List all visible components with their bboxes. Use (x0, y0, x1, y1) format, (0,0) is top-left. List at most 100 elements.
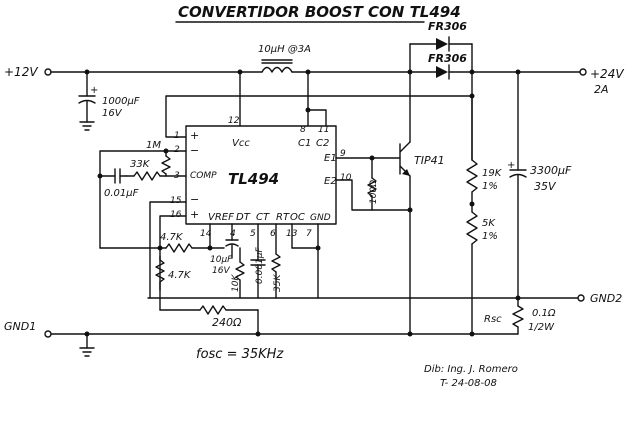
ground-symbol (79, 121, 95, 131)
iout-label: 2A (594, 83, 609, 96)
junction-dot (255, 331, 261, 337)
resistor-rsc (512, 297, 524, 335)
schematic-title: CONVERTIDOR BOOST CON TL494 (178, 3, 461, 21)
pin-number-15: 15 (170, 196, 182, 206)
diode-d1 (409, 36, 473, 73)
junction-dot (305, 107, 311, 113)
pin-label-plus1: + (190, 129, 199, 142)
gnd1-terminal (44, 330, 52, 338)
pin-label-ct: CT (256, 212, 270, 223)
pin15-wire (149, 201, 187, 299)
author-credit: Dib: Ing. J. Romero (424, 364, 518, 375)
transistor-q1 (399, 71, 411, 335)
r-10k-label: 10K (231, 274, 241, 292)
svg-text:+: + (507, 160, 515, 171)
q1-label: TIP41 (414, 154, 445, 167)
d1-label: FR306 (428, 20, 467, 33)
junction-dot (469, 93, 475, 99)
pin-number-11: 11 (318, 125, 329, 135)
r-19k-label: 19K (482, 168, 503, 179)
input-capacitor: + (78, 71, 98, 123)
c-out-value: 3300µF (530, 164, 572, 177)
junction-dot (407, 207, 413, 213)
diode-d2 (409, 64, 450, 80)
pin-number-9: 9 (340, 149, 346, 159)
rsc-value: 0.1Ω (532, 308, 556, 319)
rsc-power: 1/2W (528, 322, 555, 333)
feedback-wire-to-pin1 (165, 95, 473, 161)
pin-number-16: 16 (170, 210, 182, 220)
gnd2-terminal (577, 294, 585, 302)
gnd1-label: GND1 (4, 320, 36, 333)
c-comp-label: 0.01µF (104, 188, 139, 199)
r-5k-tol: 1% (482, 231, 498, 242)
e2-pin-wire (335, 179, 411, 211)
d2-label: FR306 (428, 52, 467, 65)
capacitor-10uf (225, 239, 239, 259)
pin-label-vcc: Vcc (232, 138, 250, 149)
r-5k-label: 5K (482, 218, 496, 229)
pin16-wire (159, 215, 187, 311)
pin-number-5: 5 (250, 229, 256, 239)
pin-label-minus15: − (190, 193, 199, 206)
resistor-35k (271, 223, 281, 299)
c-out-voltage: 35V (534, 180, 557, 193)
pin-label-rt: RT (276, 212, 290, 223)
gnd2-label: GND2 (590, 292, 622, 305)
pin-number-6: 6 (270, 229, 276, 239)
pin-label-c1: C1 (298, 138, 311, 149)
pin-number-14: 14 (200, 229, 212, 239)
r-35k-label: 35K (273, 274, 283, 292)
r-33k-label: 33K (130, 159, 151, 170)
c-in-voltage: 16V (102, 108, 123, 119)
vin-label: +12V (4, 65, 38, 79)
svg-text:+: + (90, 85, 98, 96)
pin-number-12: 12 (228, 116, 240, 126)
vin-terminal (44, 68, 52, 76)
resistor-4k7-b (155, 255, 165, 291)
pin-label-plus16: + (190, 208, 199, 221)
r-4k7-a-label: 4.7K (160, 232, 184, 243)
pin-number-2: 2 (174, 145, 180, 155)
pin-number-10: 10 (340, 173, 352, 183)
tl494-ic-body (185, 125, 337, 225)
r-4k7-b-label: 4.7K (168, 270, 192, 281)
c-in-value: 1000µF (102, 96, 140, 107)
r-240-label: 240Ω (212, 316, 242, 329)
junction-dot (469, 331, 475, 337)
capacitor-ct (250, 223, 266, 299)
resistor-240 (199, 305, 259, 335)
pin-number-4: 4 (230, 229, 236, 239)
pin-number-7: 7 (306, 229, 312, 239)
inductor-value: 10µH @3A (258, 44, 311, 55)
vout-label: +24V (590, 67, 624, 81)
c2-pin-wire (307, 109, 327, 127)
c-10uf-voltage: 16V (212, 266, 230, 276)
c-ct-label: 0.001µF (255, 247, 265, 284)
pin-label-e2: E2 (324, 176, 337, 187)
r-1m-label: 1M (146, 140, 161, 151)
vout-terminal (579, 68, 587, 76)
junction-dot (315, 245, 321, 251)
c-10uf-label: 10µF (210, 255, 233, 265)
resistor-33k (125, 171, 167, 181)
r-19k-tol: 1% (482, 181, 498, 192)
output-capacitor: + (507, 71, 527, 299)
date-credit: T- 24-08-08 (440, 378, 497, 389)
pin-label-e1: E1 (324, 153, 337, 164)
pin-number-8: 8 (300, 125, 306, 135)
pin-label-vref: VREF (208, 212, 234, 223)
pin-label-gnd: GND (310, 213, 331, 223)
r-100-label: 100Ω (369, 180, 379, 204)
pin-label-c2: C2 (316, 138, 329, 149)
fosc-label: fosc = 35KHz (196, 347, 284, 362)
ground-symbol (79, 333, 95, 357)
resistor-100 (367, 157, 377, 211)
pin-label-oc: OC (290, 212, 305, 223)
pin-number-1: 1 (174, 131, 180, 141)
ic-name: TL494 (228, 170, 279, 188)
inductor (261, 59, 293, 73)
resistor-4k7-a (159, 243, 211, 253)
